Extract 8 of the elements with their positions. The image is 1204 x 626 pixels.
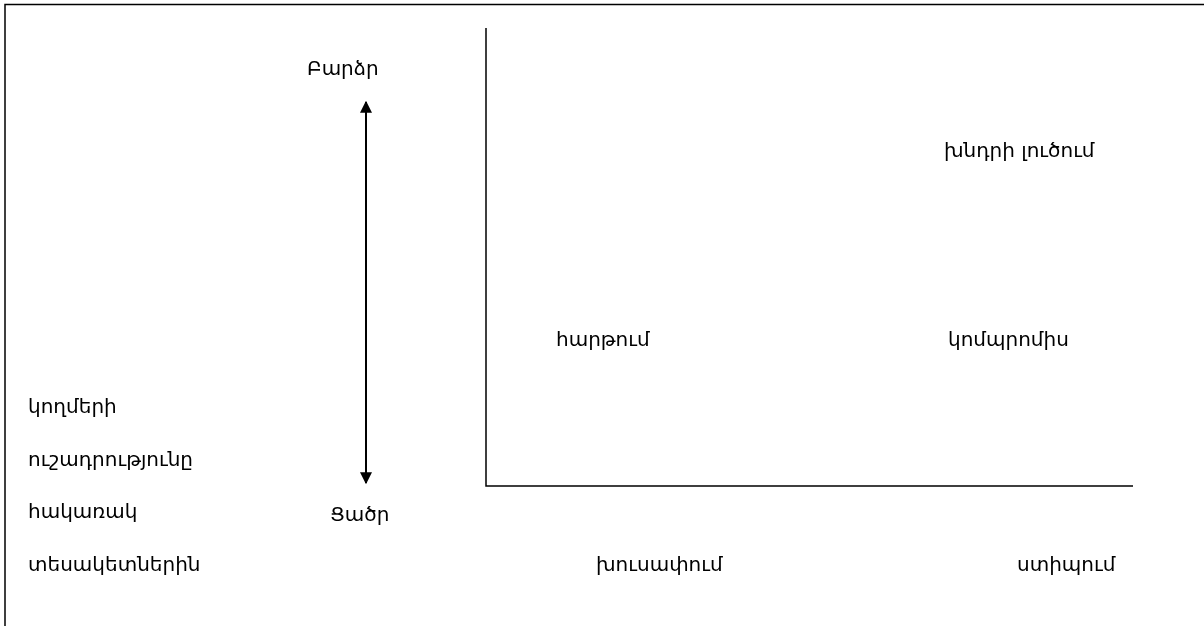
axis-label: ստիպում <box>1017 551 1116 577</box>
axis-label: խուսափում <box>596 551 723 577</box>
axis-label: խնդրի լուծում <box>944 137 1095 163</box>
axis-label: հարթում <box>556 326 650 352</box>
axis-title: կողմերի ուշադրությունը հակառակ տեսակետներին <box>28 393 201 578</box>
axis-label: կոմպրոմիս <box>948 326 1069 352</box>
axis-label: Բարձր <box>307 55 379 81</box>
axis-label: Ցածր <box>330 501 390 527</box>
